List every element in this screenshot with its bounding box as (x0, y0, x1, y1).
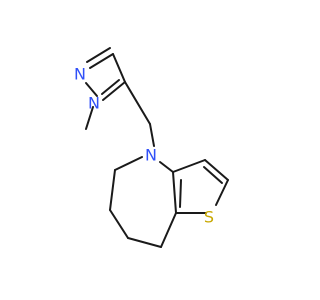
bond (172, 171, 177, 214)
bond (124, 81, 151, 125)
bond (179, 179, 182, 208)
bond (172, 159, 206, 173)
bonds (85, 47, 229, 248)
bond (102, 81, 126, 101)
bond (215, 179, 229, 206)
nitrogen-atom-label: N (74, 65, 86, 84)
bond (149, 123, 155, 147)
bond (86, 47, 111, 63)
bond (204, 159, 229, 181)
bond (159, 161, 174, 173)
bond (112, 53, 126, 83)
nitrogen-atom-label: N (88, 94, 100, 113)
bond (127, 237, 162, 248)
bond (85, 82, 98, 97)
sulfur-atom-label: S (204, 208, 214, 227)
bond (114, 156, 143, 171)
nitrogen-atom-label: N (145, 146, 157, 165)
molecule-structure: N N N S (74, 47, 229, 248)
bond (89, 53, 114, 69)
bond (101, 79, 120, 95)
bond (160, 212, 177, 248)
atom-labels: N N N S (74, 65, 214, 227)
bond (109, 209, 129, 239)
bond (109, 169, 116, 211)
bond (203, 166, 223, 184)
bond (85, 106, 94, 130)
